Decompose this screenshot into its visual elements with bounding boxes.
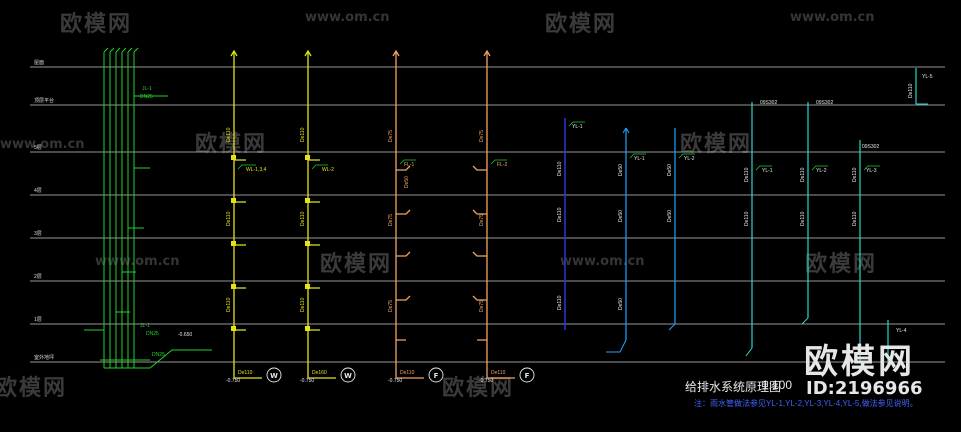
riser-label: YL-4 <box>896 328 907 334</box>
pipe-size: De110 <box>300 127 306 142</box>
riser-label: FL-1 <box>404 162 415 168</box>
callouts <box>266 367 535 383</box>
drawing-note: 注：雨水管做法参见YL-1,YL-2,YL-3,YL-4,YL-5,做法参见说明… <box>694 399 918 408</box>
pipe-size: DN25 <box>146 331 159 337</box>
standard-ref: 09S302 <box>760 100 777 106</box>
pipe-size: De50 <box>618 164 624 176</box>
pipe-size: De75 <box>479 214 485 226</box>
riser-label: YL-1 <box>634 156 645 162</box>
pipe-size: De160 <box>312 370 327 376</box>
callout-circle <box>266 367 282 383</box>
pipe-size: De50 <box>667 210 673 222</box>
pipe-size: De110 <box>557 295 563 310</box>
pipe-size: De110 <box>226 127 232 142</box>
elevation-label: -0.750 <box>300 378 314 384</box>
standard-ref: 09S302 <box>862 144 879 150</box>
pipe-size: De110 <box>300 211 306 226</box>
pipe-size: De110 <box>557 161 563 176</box>
pipe-size: De110 <box>852 211 858 226</box>
pipe-size: De110 <box>852 167 858 182</box>
pipe-size: De110 <box>744 167 750 182</box>
riser-label: YL-1 <box>762 168 773 174</box>
brand-logo: 欧模网 <box>804 342 915 382</box>
callout-circle <box>340 367 356 383</box>
riser-label: YL-5 <box>922 74 933 80</box>
pipe-size: De75 <box>388 214 394 226</box>
drawing-scale: 1:100 <box>762 378 793 392</box>
brand-id: ID:2196966 <box>806 378 923 399</box>
waste-risers-yellow <box>230 49 336 379</box>
pipe-size: De75 <box>479 130 485 142</box>
pipe-size: De50 <box>618 210 624 222</box>
callout-text: W <box>344 372 352 380</box>
pipe-size: De110 <box>300 297 306 312</box>
pipe-size: De75 <box>479 300 485 312</box>
standard-ref: 09S302 <box>816 100 833 106</box>
riser-label: WL-1,3,4 <box>246 167 267 173</box>
pipe-size: DN25 <box>140 94 153 100</box>
callout-circle <box>428 367 444 383</box>
pipe-size: De110 <box>908 83 914 98</box>
pipe-size: De110 <box>226 297 232 312</box>
pipe-size: De110 <box>238 370 253 376</box>
riser-label: FL-2 <box>497 162 508 168</box>
floor-label: 5层 <box>34 145 42 151</box>
pipe-size: De75 <box>388 130 394 142</box>
floor-label: 室外地坪 <box>34 354 54 361</box>
elevation-label: -0.750 <box>479 378 493 384</box>
riser-label: JL-1 <box>140 323 150 329</box>
riser-label: YL-1 <box>572 124 583 130</box>
pipe-size: De110 <box>744 211 750 226</box>
floor-label: 3层 <box>34 231 42 237</box>
pipe-size: De50 <box>618 298 624 310</box>
elevation-label: -0.750 <box>388 378 402 384</box>
floor-label: 顶层平台 <box>34 97 54 104</box>
elevation-label: -0.650 <box>178 332 192 338</box>
floor-label: 2层 <box>34 274 42 280</box>
pipe-size: De110 <box>800 167 806 182</box>
floor-label: 屋面 <box>34 60 44 66</box>
floor-label: 1层 <box>34 317 42 323</box>
riser-label: JL-1 <box>142 86 152 92</box>
callout-text: F <box>434 372 439 380</box>
riser-label: WL-2 <box>322 167 334 173</box>
pipe-size: De50 <box>667 164 673 176</box>
pipe-size: De50 <box>404 176 410 188</box>
callout-circle <box>519 367 535 383</box>
floor-label: 4层 <box>34 188 42 194</box>
pipe-size: De110 <box>400 370 415 376</box>
pipe-size: DN25 <box>152 352 165 358</box>
riser-label: YL-2 <box>684 156 695 162</box>
pipe-size: De110 <box>491 370 506 376</box>
pipe-size: De110 <box>800 211 806 226</box>
pipe-size: De110 <box>226 211 232 226</box>
riser-label: YL-3 <box>866 168 877 174</box>
drawing-title: 给排水系统原理图 <box>685 380 782 394</box>
riser-label: YL-2 <box>816 168 827 174</box>
pipe-size: De110 <box>557 207 563 222</box>
elevation-label: -0.750 <box>226 378 240 384</box>
water-supply-risers <box>84 47 212 369</box>
pipe-size: De75 <box>388 300 394 312</box>
callout-text: W <box>270 372 278 380</box>
rain-risers <box>564 68 928 364</box>
waste-risers-orange <box>392 49 515 379</box>
callout-text: F <box>525 372 530 380</box>
